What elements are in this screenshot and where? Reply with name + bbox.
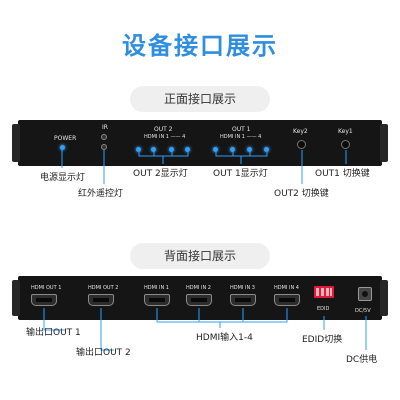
rear-out1-annotation: 输出口OUT 1 [26,328,81,338]
out1-key-annotation: OUT1 切换键 [315,169,370,179]
hdmi-in1-port [144,294,170,306]
power-led-annotation: 电源显示灯 [40,173,86,183]
hdmi-in-annotation: HDMI输入1-4 [196,333,253,343]
out2-led-3 [169,147,174,152]
mount-ear-left [12,280,20,316]
key2-button[interactable] [297,140,306,149]
out1-sublabel: HDMI IN 1 —— 4 [220,134,262,140]
ir-led-annotation: 红外遥控灯 [78,189,124,199]
out2-led-1 [136,147,141,152]
edid-annotation: EDID切换 [302,335,343,345]
key2-label: Key2 [293,128,308,135]
out1-label: OUT 1 [232,126,251,133]
mount-ear-right [380,124,388,162]
mount-ear-right [380,280,388,316]
hdmi-in2-label: HDMI IN 2 [186,285,211,291]
key1-button[interactable] [341,140,350,149]
hdmi-in2-port [186,294,212,306]
hdmi-in3-label: HDMI IN 3 [230,285,255,291]
power-led [60,145,65,150]
hdmi-in3-port [230,294,256,306]
out2-sublabel: HDMI IN 1 —— 4 [144,134,186,140]
dc-power-jack [358,287,372,301]
hdmi-out1-label: HDMI OUT 1 [31,285,62,291]
dc-label: DC/5V [355,308,371,314]
out1-led-3 [247,147,252,152]
ir-led [101,144,107,150]
out2-led-4 [185,147,190,152]
out1-led-2 [230,147,235,152]
front-panel: POWER IR OUT 2 HDMI IN 1 —— 4 OUT 1 HDMI… [12,120,388,166]
edid-label: EDID [317,306,330,312]
dc-annotation: DC供电 [346,355,378,365]
out2-key-annotation: OUT2 切换键 [274,189,329,199]
out1-led-1 [213,147,218,152]
out2-led-2 [151,147,156,152]
power-label: POWER [54,135,77,142]
mount-ear-left [12,124,20,162]
edid-dip-switch[interactable] [314,286,334,298]
out1-led-4 [264,147,269,152]
hdmi-in1-label: HDMI IN 1 [144,285,169,291]
key1-label: Key1 [338,128,353,135]
rear-out2-annotation: 输出口OUT 2 [76,348,131,358]
rear-panel: HDMI OUT 1 HDMI OUT 2 HDMI IN 1 HDMI IN … [12,276,388,320]
page-title: 设备接口展示 [122,32,278,60]
front-section-heading: 正面接口展示 [130,86,270,112]
out2-leds-annotation: OUT 2显示灯 [133,169,188,179]
rear-section-heading: 背面接口展示 [130,243,270,269]
ir-label: IR [102,124,108,131]
hdmi-in4-label: HDMI IN 4 [274,285,299,291]
hdmi-out2-port [88,294,114,306]
out2-label: OUT 2 [154,126,173,133]
hdmi-in4-port [274,294,300,306]
ir-receiver-icon [101,134,107,140]
hdmi-out2-label: HDMI OUT 2 [88,285,119,291]
out1-leds-annotation: OUT 1显示灯 [213,169,268,179]
hdmi-out1-port [31,294,57,306]
